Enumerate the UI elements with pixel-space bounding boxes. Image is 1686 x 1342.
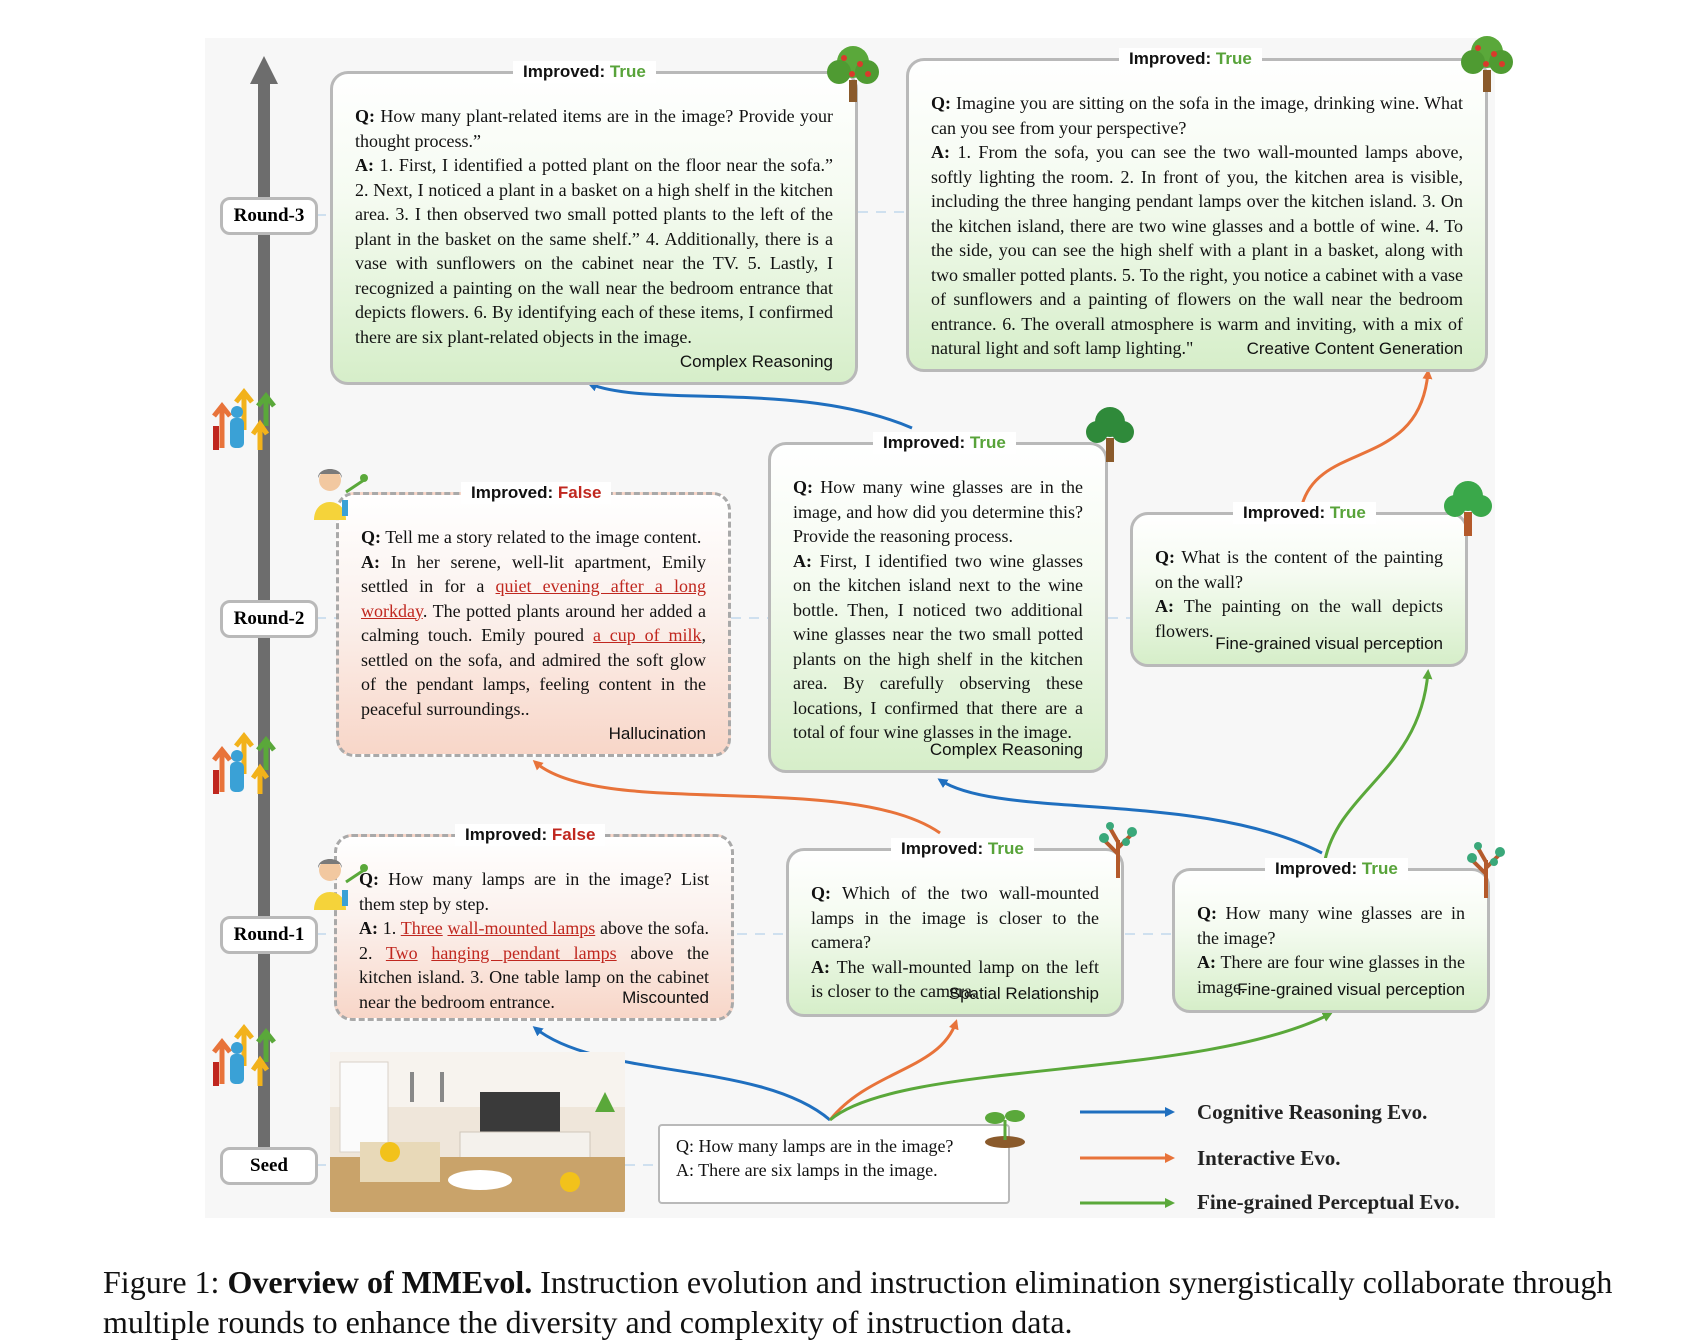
question: Q: How many lamps are in the image? List… [359, 869, 710, 914]
question: Q: What is the content of the painting o… [1155, 547, 1443, 592]
category-label: Hallucination [608, 723, 706, 743]
legend-interactive: Interactive Evo. [1197, 1146, 1341, 1170]
round2-visual-perception-card: Improved: True Q: What is the content of… [1130, 502, 1468, 667]
gardener-icon [314, 859, 368, 910]
round1-miscounted-card: Improved: False Q: How many lamps are in… [334, 824, 734, 1021]
answer: A: The painting on the wall depicts flow… [1155, 596, 1443, 641]
question: Q: Which of the two wall-mounted lamps i… [811, 883, 1099, 952]
sprout-icon [985, 1110, 1025, 1148]
improved-status: Improved: True [513, 61, 656, 83]
people-arrows-icon [212, 387, 276, 450]
timeline-arrowhead [250, 56, 278, 84]
round-3-label: Round-3 [220, 197, 318, 235]
answer: A: In her serene, well-lit apartment, Em… [361, 551, 707, 719]
improved-status: Improved: False [461, 482, 612, 504]
round3-complex-reasoning-card: Improved: True Q: How many plant-related… [330, 61, 858, 385]
improved-status: Improved: True [1265, 858, 1408, 880]
answer: A: 1. Three wall-mounted lamps above the… [359, 918, 710, 1012]
miscounted-text: Three [400, 918, 443, 938]
improved-status: Improved: True [891, 838, 1034, 860]
category-label: Complex Reasoning [929, 739, 1083, 759]
improved-status: Improved: True [1233, 502, 1376, 524]
answer: A: There are four wine glasses in the im… [1197, 952, 1465, 997]
improved-status: Improved: False [455, 824, 606, 846]
caption-text: Instruction evolution and instruction el… [103, 1264, 1613, 1340]
round-2-label: Round-2 [220, 600, 318, 638]
seed-question: Q: How many lamps are in the image? [676, 1136, 954, 1156]
seed-answer: A: There are six lamps in the image. [676, 1160, 938, 1180]
hallucinated-text: quiet evening after a long workday [361, 576, 706, 621]
people-arrows-icon [212, 731, 276, 794]
seed-label: Seed [220, 1147, 318, 1185]
category-label: Creative Content Generation [1246, 338, 1463, 358]
legend-cognitive: Cognitive Reasoning Evo. [1197, 1100, 1428, 1124]
seed-instruction-card: Q: How many lamps are in the image? A: T… [658, 1124, 1010, 1204]
category-label: Fine-grained visual perception [1237, 979, 1465, 999]
young-tree-icon [1099, 822, 1137, 878]
round-1-label: Round-1 [220, 916, 318, 954]
category-label: Spatial Relationship [948, 983, 1099, 1003]
round2-hallucination-card: Improved: False Q: Tell me a story relat… [336, 482, 731, 757]
tree-icon [827, 46, 879, 102]
living-room-photo [330, 1052, 625, 1212]
caption-title: Overview of MMEvol. [227, 1264, 533, 1300]
improved-status: Improved: True [1119, 48, 1262, 70]
legend-perceptual: Fine-grained Perceptual Evo. [1197, 1190, 1460, 1214]
round1-visual-perception-card: Improved: True Q: How many wine glasses … [1172, 858, 1490, 1013]
figure-caption: Figure 1: Overview of MMEvol. Instructio… [103, 1262, 1643, 1342]
question: Q: How many plant-related items are in t… [355, 106, 834, 151]
miscounted-text: Two [385, 942, 418, 963]
answer: A: 1. First, I identified a potted plant… [355, 155, 834, 347]
caption-prefix: Figure 1: [103, 1264, 220, 1300]
improved-status: Improved: True [873, 432, 1016, 454]
young-tree-icon [1467, 842, 1505, 898]
round3-creative-content-card: Improved: True Q: Imagine you are sittin… [906, 48, 1488, 372]
hallucinated-text: a cup of milk [592, 625, 702, 645]
people-arrows-icon [212, 1023, 276, 1086]
gardener-icon [314, 469, 368, 520]
miscounted-text: hanging pendant lamps [431, 942, 617, 963]
tree-icon [1086, 407, 1134, 462]
answer: A: The wall-mounted lamp on the left is … [811, 956, 1099, 1002]
miscounted-text: wall-mounted lamps [447, 918, 596, 938]
round2-complex-reasoning-card: Improved: True Q: How many wine glasses … [768, 432, 1108, 773]
question: Q: Tell me a story related to the image … [361, 527, 702, 547]
tree-icon [1444, 481, 1492, 536]
tree-icon [1461, 36, 1513, 92]
question: Q: How many wine glasses are in the imag… [1197, 903, 1465, 948]
round1-spatial-relationship-card: Improved: True Q: Which of the two wall-… [786, 838, 1124, 1017]
category-label: Miscounted [622, 987, 709, 1007]
question: Q: Imagine you are sitting on the sofa i… [931, 93, 1464, 138]
question: Q: How many wine glasses are in the imag… [793, 477, 1084, 546]
category-label: Fine-grained visual perception [1215, 633, 1443, 653]
category-label: Complex Reasoning [679, 351, 833, 371]
answer: A: First, I identified two wine glasses … [793, 550, 1084, 743]
answer: A: 1. From the sofa, you can see the two… [931, 142, 1463, 358]
